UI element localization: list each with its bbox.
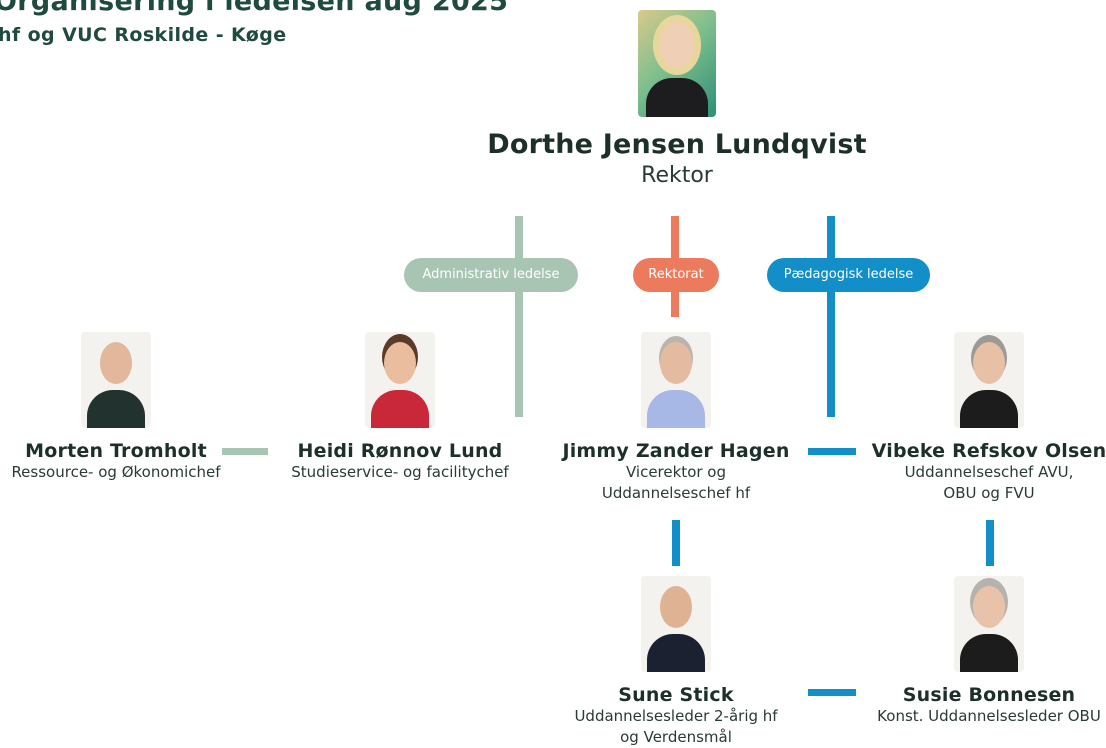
heidi-role: Studieservice- og facilitychef [291,463,509,481]
rektor-role: Rektor [641,163,713,188]
sune-susie-connector [808,689,856,696]
susie-photo [954,576,1024,672]
jimmy-sune-connector [672,520,680,566]
person-morten: Morten Tromholt Ressource- og Økonomiche… [0,332,232,483]
paedagogisk-ledelse-badge: Pædagogisk ledelse [767,258,930,292]
vibeke-photo [954,332,1024,428]
heidi-photo [365,332,435,428]
jimmy-name: Jimmy Zander Hagen [562,440,790,462]
sune-role-line1: Uddannelsesleder 2-årig hf [574,707,778,725]
morten-photo [81,332,151,428]
sune-photo [641,576,711,672]
jimmy-photo [641,332,711,428]
person-susie: Susie Bonnesen Konst. Uddannelsesleder O… [868,576,1106,727]
rektorat-badge: Rektorat [633,258,719,292]
susie-name: Susie Bonnesen [902,684,1076,706]
person-jimmy: Jimmy Zander Hagen Vicerektor og Uddanne… [556,332,796,504]
rektor-name: Dorthe Jensen Lundqvist [487,129,867,160]
morten-heidi-connector [222,448,268,455]
morten-name: Morten Tromholt [25,440,207,462]
sune-name: Sune Stick [618,684,734,706]
jimmy-vibeke-connector [808,448,856,455]
person-heidi: Heidi Rønnov Lund Studieservice- og faci… [280,332,520,483]
admin-connector-line [515,216,523,417]
heidi-name: Heidi Rønnov Lund [297,440,503,462]
jimmy-role-line2: Uddannelseschef hf [601,484,751,502]
sune-role-line2: og Verdensmål [620,728,732,746]
susie-role: Konst. Uddannelsesleder OBU [877,707,1101,725]
person-sune: Sune Stick Uddannelsesleder 2-årig hf og… [556,576,796,748]
page-title: Organisering i ledelsen aug 2025 [0,0,509,17]
person-vibeke: Vibeke Refskov Olsen Uddannelseschef AVU… [868,332,1106,504]
jimmy-role-line1: Vicerektor og [625,463,727,481]
morten-role: Ressource- og Økonomichef [11,463,221,481]
page-subtitle: hf og VUC Roskilde - Køge [0,24,287,46]
vibeke-susie-connector [986,520,994,566]
rektor-photo [638,10,716,117]
vibeke-role-line2: OBU og FVU [943,484,1035,502]
paedagogisk-connector-line [827,216,835,417]
administrativ-ledelse-badge: Administrativ ledelse [404,258,578,292]
vibeke-name: Vibeke Refskov Olsen [871,440,1106,462]
vibeke-role-line1: Uddannelseschef AVU, [904,463,1074,481]
person-rektor: Dorthe Jensen Lundqvist Rektor [477,10,877,190]
